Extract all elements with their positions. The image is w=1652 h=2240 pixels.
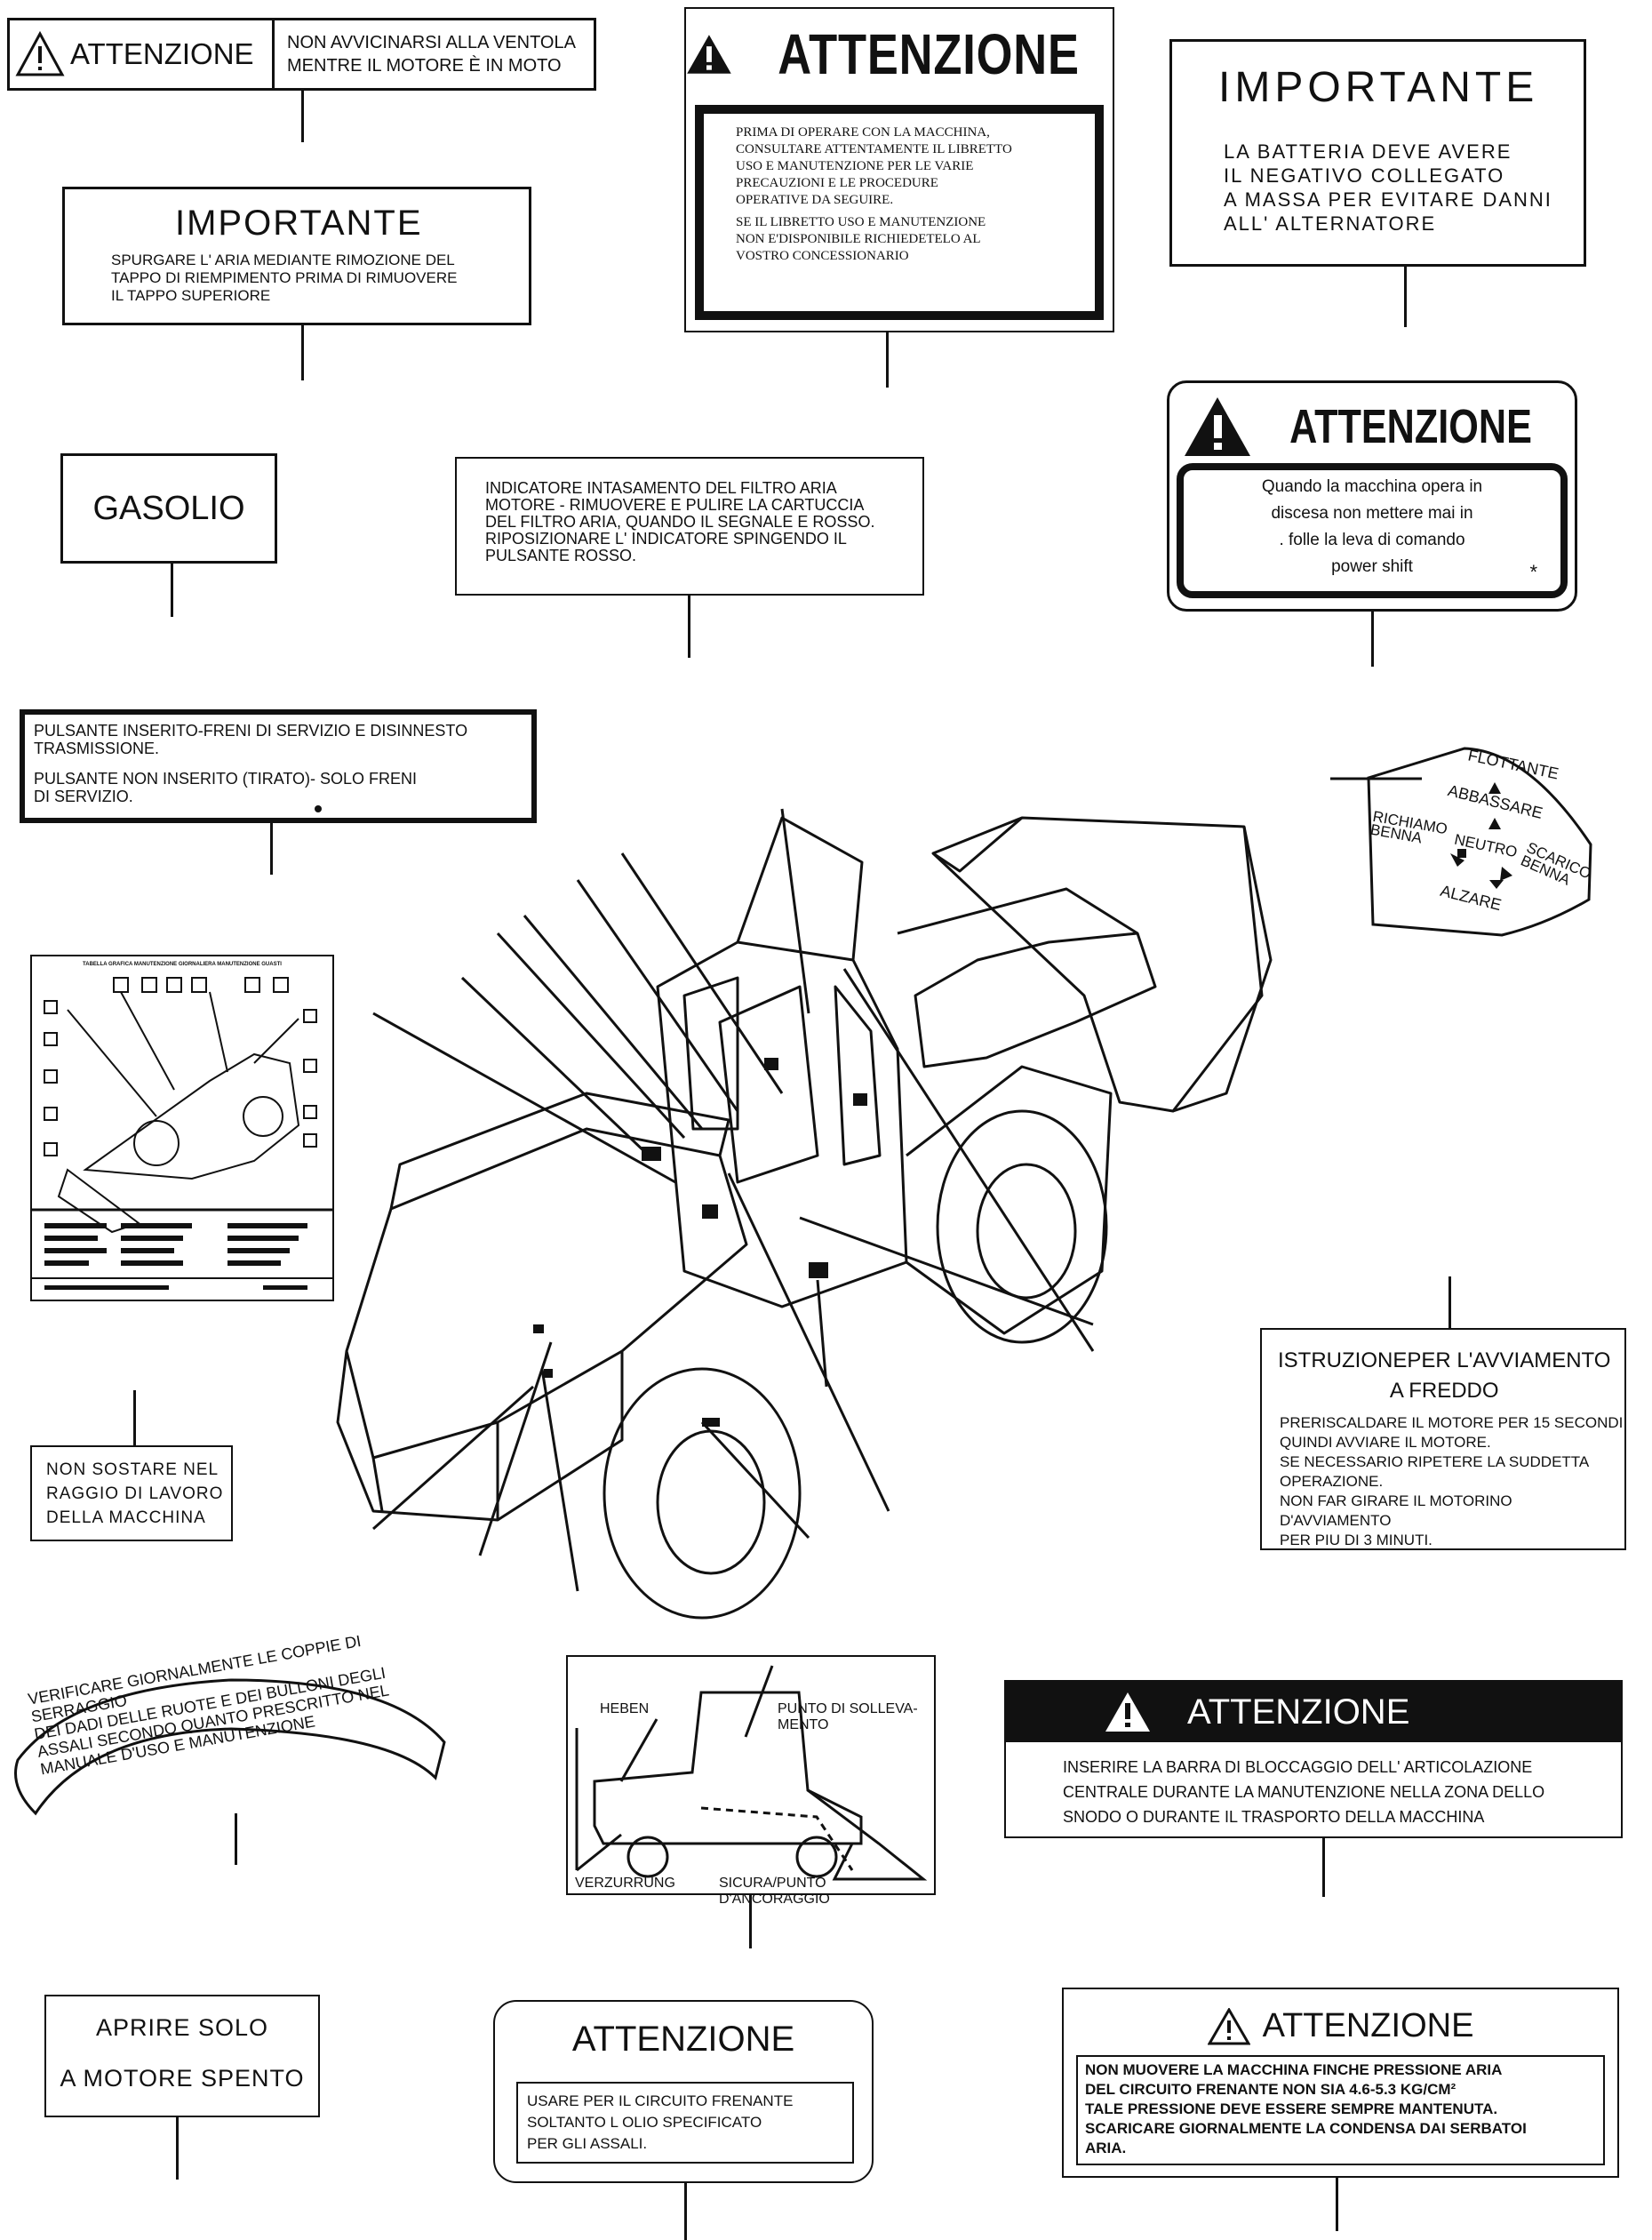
downhill-line1: Quando la macchina opera in [1261, 477, 1483, 496]
battery-important-title: IMPORTANTE [1218, 64, 1539, 111]
manual-warning-text: PRIMA DI OPERARE CON LA MACCHINA, CONSUL… [736, 125, 1012, 207]
fuel-decal: GASOLIO [60, 453, 277, 564]
lifting-verzurrung: VERZURRUNG [575, 1876, 675, 1891]
air-pressure-title: ATTENZIONE [1262, 2007, 1474, 2044]
air-pressure-text: NON MUOVERE LA MACCHINA FINCHE PRESSIONE… [1085, 2061, 1527, 2156]
articulation-warning-title: ATTENZIONE [1187, 1692, 1410, 1732]
work-radius-decal: NON SOSTARE NEL RAGGIO DI LAVORO DELLA M… [30, 1445, 233, 1541]
manual-warning-text2: SE IL LIBRETTO USO E MANUTENZIONE NON E'… [736, 215, 986, 263]
downhill-warning-box: Quando la macchina opera in discesa non … [1177, 463, 1568, 598]
warning-triangle-icon [1207, 2007, 1250, 2044]
engine-off-line1: APRIRE SOLO [95, 2014, 269, 2041]
cold-start-decal: ISTRUZIONEPER L'AVVIAMENTO A FREDDO PRER… [1260, 1328, 1626, 1550]
downhill-line2: discesa non mettere mai in [1271, 504, 1473, 523]
air-filter-text: INDICATORE INTASAMENTO DEL FILTRO ARIA M… [485, 479, 875, 564]
battery-important-decal: IMPORTANTE LA BATTERIA DEVE AVERE IL NEG… [1169, 39, 1586, 267]
fan-warning-header: ATTENZIONE [10, 20, 275, 88]
brake-oil-title: ATTENZIONE [571, 2020, 795, 2059]
cold-start-text: PRERISCALDARE IL MOTORE PER 15 SECONDI Q… [1280, 1414, 1624, 1548]
downhill-warning-title: ATTENZIONE [1289, 400, 1532, 453]
air-pressure-decal: ATTENZIONE NON MUOVERE LA MACCHINA FINCH… [1062, 1988, 1619, 2178]
air-purge-title: IMPORTANTE [175, 204, 423, 243]
air-filter-decal: INDICATORE INTASAMENTO DEL FILTRO ARIA M… [455, 457, 924, 596]
maintenance-chart-drawing [32, 977, 332, 1290]
warning-triangle-icon [15, 31, 65, 76]
articulation-warning-header: ATTENZIONE [1006, 1682, 1621, 1742]
downhill-warning-decal: ATTENZIONE Quando la macchina opera in d… [1167, 380, 1577, 612]
lifting-points-decal: HEBEN PUNTO DI SOLLEVA- MENTO VERZURRUNG… [566, 1655, 936, 1907]
air-purge-decal: IMPORTANTE SPURGARE L' ARIA MEDIANTE RIM… [62, 187, 531, 325]
manual-warning-title: ATTENZIONE [778, 22, 1080, 86]
decal-markers [533, 1058, 867, 1427]
engine-off-line2: A MOTORE SPENTO [60, 2065, 305, 2092]
battery-important-text: LA BATTERIA DEVE AVERE IL NEGATIVO COLLE… [1224, 140, 1552, 235]
brake-oil-box: USARE PER IL CIRCUITO FRENANTE SOLTANTO … [516, 2082, 854, 2164]
fan-warning-text: NON AVVICINARSI ALLA VENTOLA MENTRE IL M… [287, 33, 576, 76]
warning-triangle-icon [1184, 397, 1250, 456]
maintenance-chart-title: TABELLA GRAFICA MANUTENZIONE GIORNALIERA… [83, 962, 282, 967]
fan-warning-title: ATTENZIONE [70, 37, 254, 70]
work-radius-text: NON SOSTARE NEL RAGGIO DI LAVORO DELLA M… [46, 1460, 224, 1527]
air-purge-text: SPURGARE L' ARIA MEDIANTE RIMOZIONE DEL … [111, 252, 458, 304]
downhill-line4: power shift [1331, 557, 1413, 576]
fan-warning-decal: ATTENZIONE NON AVVICINARSI ALLA VENTOLA … [7, 18, 596, 91]
warning-triangle-icon [1105, 1692, 1150, 1732]
engine-off-decal: APRIRE SOLO A MOTORE SPENTO [44, 1995, 320, 2117]
brake-line1: PULSANTE INSERITO-FRENI DI SERVIZIO E DI… [34, 722, 468, 757]
brake-oil-text: USARE PER IL CIRCUITO FRENANTE SOLTANTO … [527, 2092, 794, 2152]
lifting-heben: HEBEN [600, 1701, 650, 1716]
downhill-line3: . folle la leva di comando [1279, 531, 1465, 549]
brake-line2: PULSANTE NON INSERITO (TIRATO)- SOLO FRE… [34, 770, 418, 805]
fuel-text: GASOLIO [92, 489, 245, 527]
lifting-lift: PUNTO DI SOLLEVA- MENTO [778, 1701, 918, 1732]
lifting-loader-drawing [575, 1665, 928, 1881]
manual-warning-box: PRIMA DI OPERARE CON LA MACCHINA, CONSUL… [695, 105, 1104, 320]
air-pressure-box: NON MUOVERE LA MACCHINA FINCHE PRESSIONE… [1076, 2055, 1605, 2165]
warning-triangle-icon [687, 35, 731, 74]
articulation-warning-decal: ATTENZIONE INSERIRE LA BARRA DI BLOCCAGG… [1004, 1680, 1623, 1838]
manual-warning-decal: ATTENZIONE PRIMA DI OPERARE CON LA MACCH… [684, 7, 1114, 332]
brake-oil-decal: ATTENZIONE USARE PER IL CIRCUITO FRENANT… [493, 2000, 874, 2183]
lifting-anchor: SICURA/PUNTO D'ANCORAGGIO [719, 1876, 830, 1907]
articulation-warning-text: INSERIRE LA BARRA DI BLOCCAGGIO DELL' AR… [1063, 1758, 1545, 1826]
cold-start-title: ISTRUZIONEPER L'AVVIAMENTO A FREDDO [1278, 1348, 1611, 1403]
downhill-mark: * [1529, 561, 1537, 583]
maintenance-chart-decal: TABELLA GRAFICA MANUTENZIONE GIORNALIERA… [30, 955, 334, 1301]
brake-button-decal: PULSANTE INSERITO-FRENI DI SERVIZIO E DI… [20, 709, 537, 823]
